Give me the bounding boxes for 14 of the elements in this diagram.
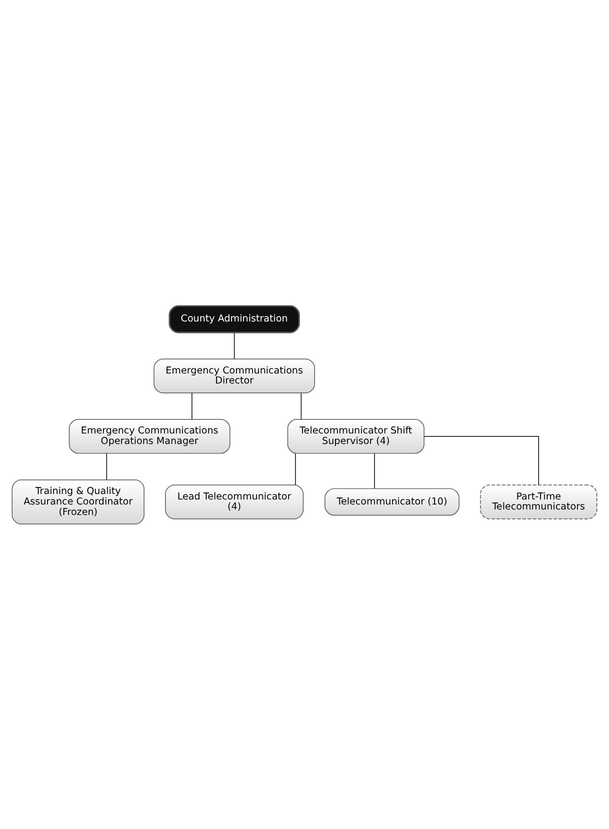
- node-box: Lead Telecommunicator (4): [165, 484, 304, 519]
- node-box: Telecommunicator (10): [324, 488, 460, 516]
- node-box: County Administration: [168, 304, 300, 333]
- connector: [424, 436, 539, 485]
- node-box: Training & Quality Assurance Coordinator (Frozen): [12, 478, 144, 524]
- connector: [234, 332, 235, 359]
- connector: [106, 452, 108, 480]
- node-box: Emergency Communications Director: [154, 358, 315, 393]
- node-box: Telecommunicator Shift Supervisor (4): [287, 418, 424, 454]
- connector: [300, 392, 302, 420]
- node-box: Emergency Communications Operations Manager: [68, 418, 230, 454]
- connector: [374, 452, 375, 488]
- connector: [295, 452, 296, 485]
- node-box: Part-Time Telecommunicators: [480, 484, 598, 519]
